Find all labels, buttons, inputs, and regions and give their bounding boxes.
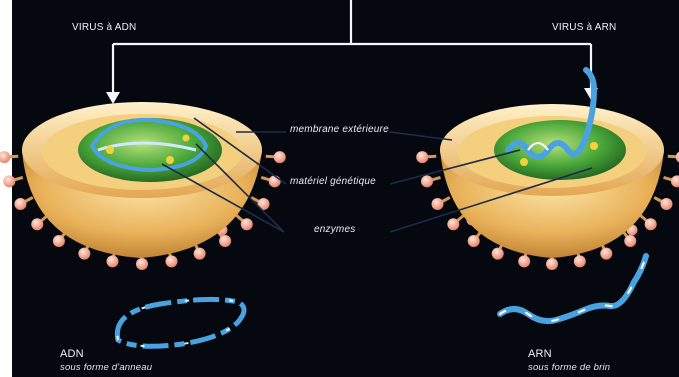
spike-tip xyxy=(0,151,10,163)
spike-tip xyxy=(447,218,459,230)
spike-tip xyxy=(136,258,148,270)
spike-tip xyxy=(3,175,15,187)
spike-tip xyxy=(574,255,586,267)
dna-virus xyxy=(0,102,286,270)
spike-tip xyxy=(416,151,428,163)
arrow-head-left xyxy=(106,92,120,104)
spike-tip xyxy=(241,218,253,230)
spike-tip xyxy=(53,235,65,247)
spike-tip xyxy=(518,255,530,267)
spike-tip xyxy=(219,235,231,247)
spike-tip xyxy=(421,175,433,187)
spike-tip xyxy=(274,151,286,163)
spike-tip xyxy=(468,235,480,247)
label-outer-membrane: membrane extérieure xyxy=(290,124,389,135)
spike-tip xyxy=(107,255,119,267)
spike-tip xyxy=(269,175,281,187)
caption-dna-subtitle: sous forme d'anneau xyxy=(60,362,152,373)
spike-tip xyxy=(165,255,177,267)
caption-dna-title: ADN xyxy=(60,348,84,360)
connector-arrows xyxy=(113,0,591,96)
spike-tip xyxy=(645,218,657,230)
spike-tip xyxy=(78,248,90,260)
spike-tip xyxy=(660,198,672,210)
heading-dna-virus: VIRUS à ADN xyxy=(72,22,136,33)
rna-virus xyxy=(416,70,679,270)
label-genetic-material: matériel génétique xyxy=(290,176,376,187)
spike-tip xyxy=(14,198,26,210)
spike-tip xyxy=(31,218,43,230)
caption-rna-title: ARN xyxy=(528,348,552,360)
spike-tip xyxy=(624,235,636,247)
dna-ring xyxy=(117,299,244,346)
label-enzymes: enzymes xyxy=(314,224,355,235)
heading-rna-virus: VIRUS à ARN xyxy=(552,22,616,33)
spike-tip xyxy=(194,248,206,260)
spike-tip xyxy=(600,248,612,260)
spike-tip xyxy=(432,198,444,210)
genetic-core xyxy=(494,120,626,180)
spike-tip xyxy=(492,248,504,260)
caption-rna-subtitle: sous forme de brin xyxy=(528,362,610,373)
spike-tip xyxy=(671,175,679,187)
spike-tip xyxy=(546,258,558,270)
